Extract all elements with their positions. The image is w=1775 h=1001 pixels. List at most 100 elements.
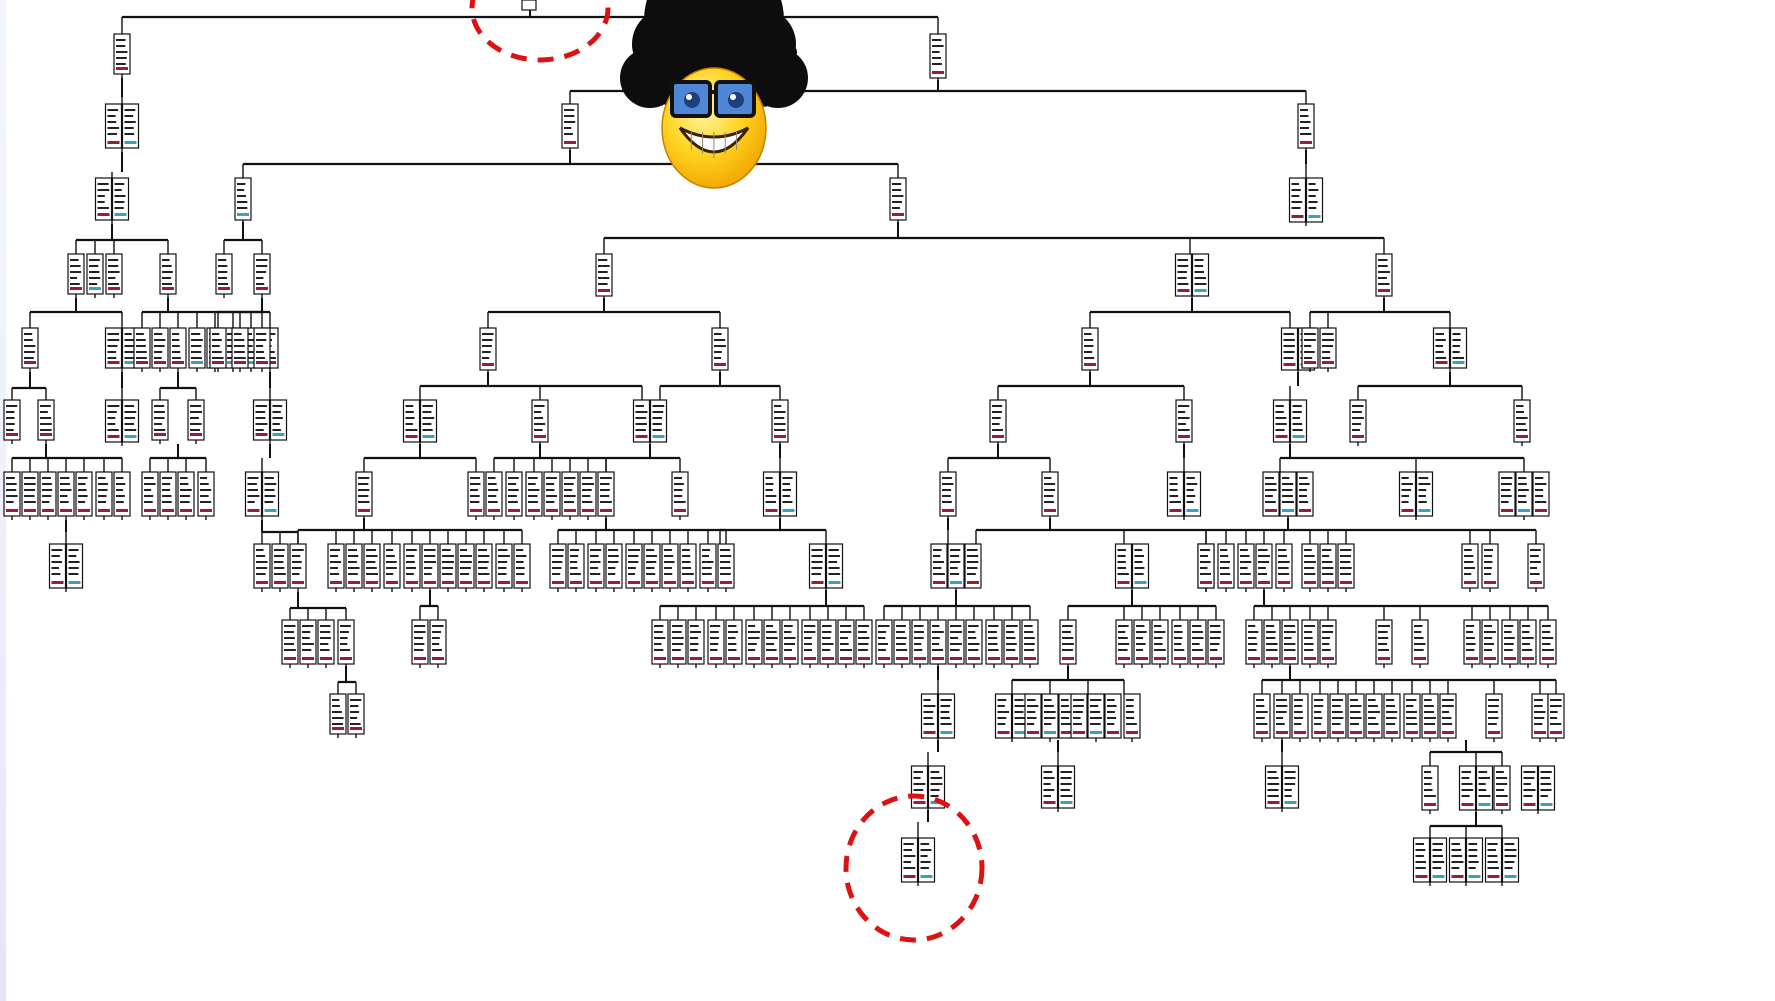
- node-text-line: [1284, 625, 1296, 627]
- node-text-line: [1435, 339, 1446, 341]
- node-class-bar: [672, 657, 684, 660]
- node-text-line: [702, 561, 714, 563]
- node-text-line: [302, 637, 310, 639]
- tree-node: [1539, 619, 1557, 668]
- tree-node: [1481, 543, 1499, 592]
- node-class-bar: [920, 875, 933, 878]
- node-text-line: [330, 555, 339, 557]
- deep-leaf-highlight-circle: [843, 793, 985, 943]
- node-text-line: [942, 501, 952, 503]
- node-text-line: [652, 411, 664, 413]
- node-text-line: [1451, 867, 1460, 869]
- node-text-line: [1540, 777, 1551, 779]
- node-class-bar: [154, 433, 166, 436]
- node-text-line: [1169, 483, 1178, 485]
- node-text-line: [1496, 777, 1508, 779]
- tree-node: [159, 471, 177, 520]
- tree-node: [1174, 253, 1210, 300]
- node-text-line: [1350, 699, 1358, 701]
- node-text-line: [422, 417, 435, 419]
- node-class-bar: [1154, 657, 1166, 660]
- node-text-line: [920, 861, 931, 863]
- tree-node: [67, 253, 85, 298]
- node-text-line: [1368, 711, 1380, 713]
- node-text-line: [1424, 705, 1434, 707]
- tree-node: [1432, 327, 1468, 372]
- node-text-line: [1178, 405, 1190, 407]
- node-class-bar: [1192, 657, 1204, 660]
- node-text-line: [1530, 567, 1538, 569]
- node-text-line: [284, 631, 294, 633]
- node-class-bar: [68, 581, 81, 584]
- node-class-bar: [690, 657, 702, 660]
- node-text-line: [1368, 717, 1376, 719]
- node-text-line: [1496, 789, 1505, 791]
- node-text-line: [190, 411, 202, 413]
- node-class-bar: [24, 509, 36, 512]
- node-text-line: [1292, 411, 1302, 413]
- node-text-line: [822, 643, 834, 645]
- node-text-line: [292, 561, 302, 563]
- tree-node: [355, 471, 373, 520]
- node-class-bar: [1484, 581, 1496, 584]
- node-class-bar: [1294, 731, 1306, 734]
- node-text-line: [350, 699, 362, 701]
- node-text-line: [470, 495, 480, 497]
- tree-node: [587, 543, 605, 592]
- node-text-line: [1484, 561, 1493, 563]
- node-text-line: [460, 561, 472, 563]
- node-text-line: [1487, 849, 1497, 851]
- node-text-line: [1406, 711, 1418, 713]
- node-text-line: [950, 637, 959, 639]
- node-text-line: [1186, 477, 1195, 479]
- node-text-line: [478, 567, 488, 569]
- node-text-line: [903, 867, 916, 869]
- node-text-line: [488, 489, 499, 491]
- node-text-line: [1291, 195, 1300, 197]
- tree-node: [403, 543, 421, 592]
- node-class-bar: [570, 581, 582, 584]
- tree-node: [209, 327, 227, 372]
- node-text-line: [256, 277, 264, 279]
- node-text-line: [1107, 723, 1115, 725]
- tree-node: [661, 543, 679, 592]
- node-text-line: [470, 501, 480, 503]
- node-text-line: [564, 127, 572, 129]
- node-text-line: [1308, 201, 1318, 203]
- node-text-line: [932, 45, 944, 47]
- node-text-line: [1504, 861, 1515, 863]
- node-text-line: [1210, 643, 1220, 645]
- node-text-line: [1464, 549, 1472, 551]
- node-text-line: [1322, 549, 1332, 551]
- node-class-bar: [534, 435, 546, 438]
- node-text-line: [1401, 483, 1413, 485]
- node-text-line: [1432, 867, 1442, 869]
- tree-node: [725, 619, 743, 668]
- node-class-bar: [1178, 435, 1190, 438]
- node-text-line: [628, 549, 640, 551]
- node-text-line: [1134, 555, 1144, 557]
- node-class-bar: [590, 581, 602, 584]
- node-text-line: [828, 549, 839, 551]
- node-text-line: [1117, 549, 1126, 551]
- node-text-line: [1284, 777, 1296, 779]
- node-text-line: [1501, 501, 1509, 503]
- tree-node: [1041, 471, 1059, 520]
- node-text-line: [1435, 357, 1447, 359]
- node-box: [1174, 253, 1193, 297]
- node-text-line: [1322, 333, 1334, 335]
- node-text-line: [264, 489, 275, 491]
- node-text-line: [68, 567, 79, 569]
- node-text-line: [1117, 573, 1129, 575]
- node-class-bar: [1266, 657, 1278, 660]
- tree-node: [567, 543, 585, 592]
- tree-node: [1059, 619, 1077, 668]
- node-text-line: [1044, 723, 1052, 725]
- node-text-line: [116, 57, 127, 59]
- node-text-line: [508, 495, 517, 497]
- tree-node: [1237, 543, 1255, 592]
- node-text-line: [1468, 855, 1478, 857]
- node-text-line: [811, 567, 823, 569]
- node-text-line: [1378, 649, 1390, 651]
- node-text-line: [1006, 643, 1017, 645]
